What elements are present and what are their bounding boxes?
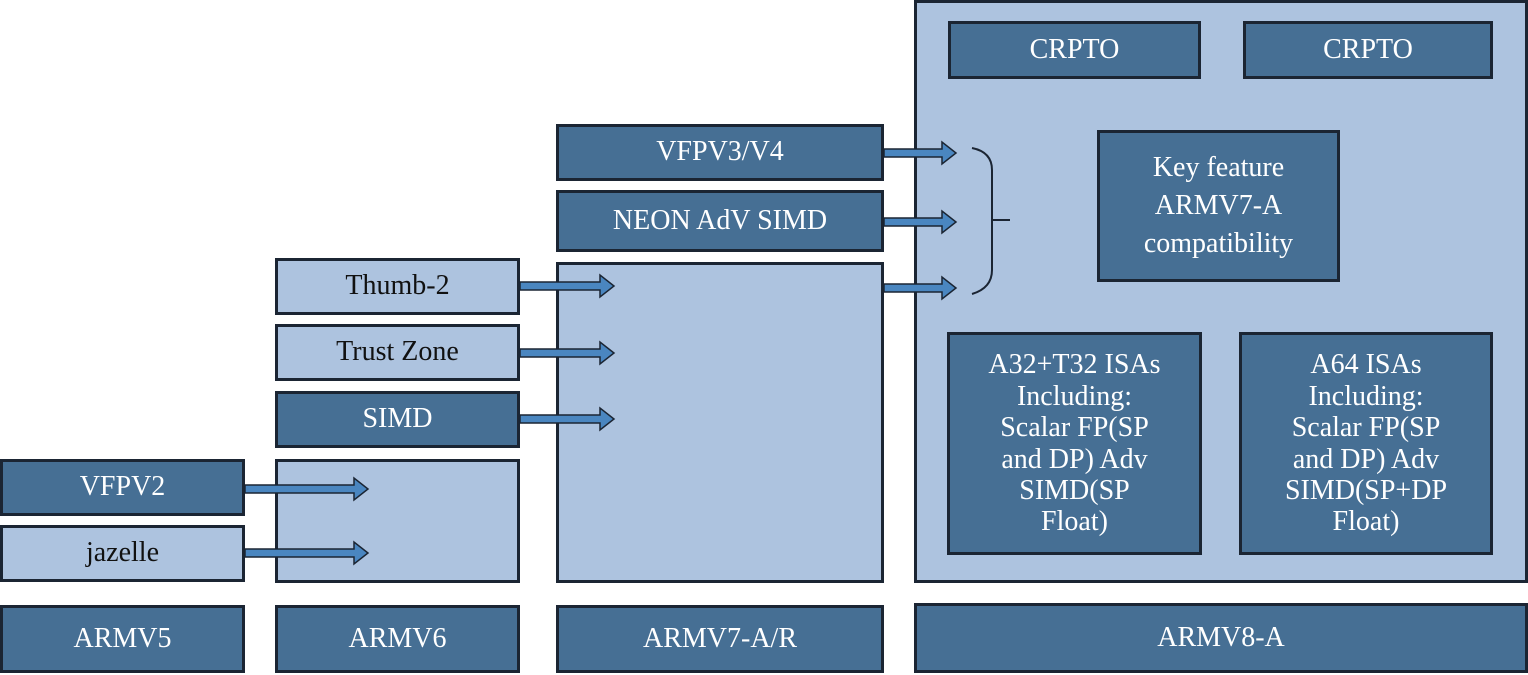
a64-isa-label: A64 ISAs Including: Scalar FP(SP and DP)… <box>1284 349 1448 538</box>
arrow-neon <box>883 209 958 235</box>
simd-box: SIMD <box>275 391 520 448</box>
trustzone-box: Trust Zone <box>275 324 520 381</box>
arrow-trustzone <box>519 340 616 366</box>
brace <box>971 147 993 295</box>
trustzone-label: Trust Zone <box>336 336 459 368</box>
version-armv5: ARMV5 <box>0 605 245 673</box>
key-feature-label: Key feature ARMV7-A compatibility <box>1143 152 1294 259</box>
jazelle-label: jazelle <box>85 537 160 569</box>
version-armv8: ARMV8-A <box>914 603 1528 673</box>
a32-t32-isa-box: A32+T32 ISAs Including: Scalar FP(SP and… <box>947 332 1202 555</box>
vfpv2-label: VFPV2 <box>79 471 166 503</box>
neon-label: NEON AdV SIMD <box>612 204 828 236</box>
version-armv5-label: ARMV5 <box>73 622 172 654</box>
version-armv6-label: ARMV6 <box>348 622 447 654</box>
crypto-label-2: CRPTO <box>1323 33 1413 65</box>
crypto-box-1: CRPTO <box>948 21 1201 79</box>
neon-box: NEON AdV SIMD <box>556 190 884 252</box>
thumb2-label: Thumb-2 <box>345 270 450 302</box>
arrow-jazelle <box>244 540 370 566</box>
simd-label: SIMD <box>362 403 433 435</box>
armv6-container <box>275 459 520 583</box>
arrow-vfpv2 <box>244 476 370 502</box>
arrow-armv7 <box>883 275 958 301</box>
arrow-simd <box>519 406 616 432</box>
arrow-thumb2 <box>519 273 616 299</box>
vfpv3-box: VFPV3/V4 <box>556 124 884 181</box>
jazelle-box: jazelle <box>0 525 245 582</box>
crypto-box-2: CRPTO <box>1243 21 1493 79</box>
version-armv7-label: ARMV7-A/R <box>642 622 797 654</box>
vfpv3-label: VFPV3/V4 <box>656 136 784 168</box>
crypto-label-1: CRPTO <box>1029 33 1120 65</box>
a32-t32-isa-label: A32+T32 ISAs Including: Scalar FP(SP and… <box>988 349 1161 538</box>
arrow-vfpv3 <box>883 140 958 166</box>
version-armv7: ARMV7-A/R <box>556 605 884 673</box>
key-feature-box: Key feature ARMV7-A compatibility <box>1097 130 1340 282</box>
vfpv2-box: VFPV2 <box>0 459 245 516</box>
version-armv6: ARMV6 <box>275 605 520 673</box>
thumb2-box: Thumb-2 <box>275 258 520 315</box>
a64-isa-box: A64 ISAs Including: Scalar FP(SP and DP)… <box>1239 332 1493 555</box>
version-armv8-label: ARMV8-A <box>1157 621 1285 653</box>
